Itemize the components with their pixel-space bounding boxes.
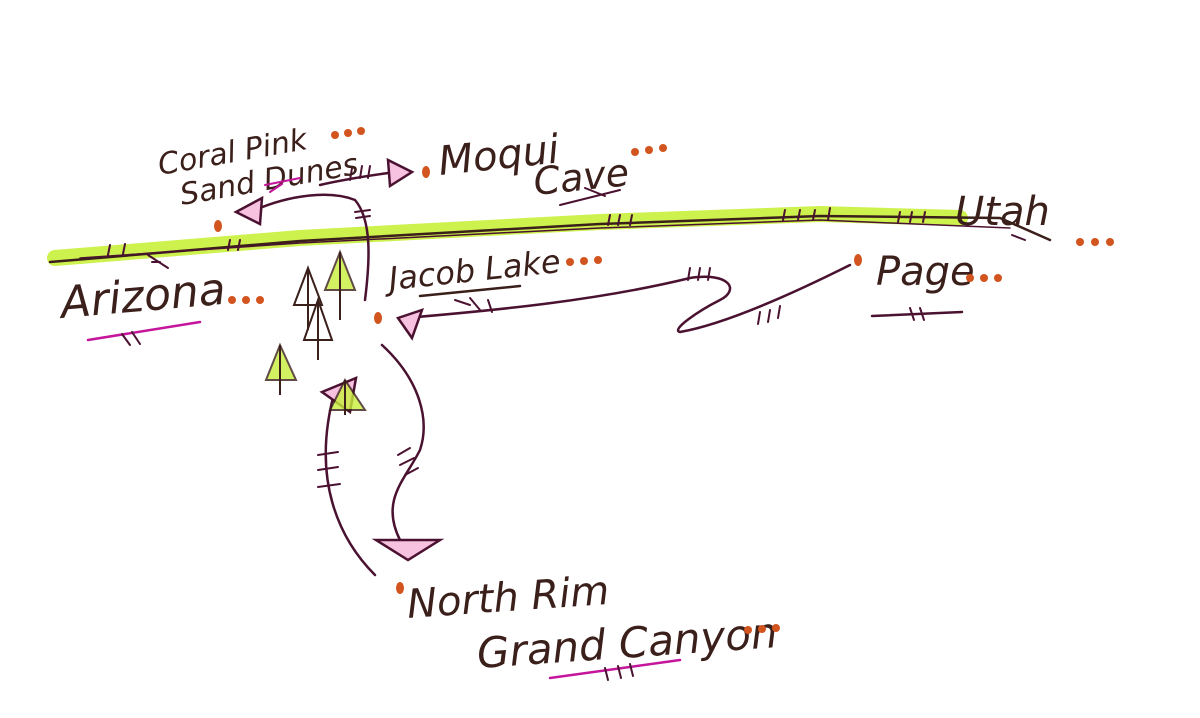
state-border xyxy=(47,205,1052,269)
label-utah: Utah xyxy=(955,189,1114,246)
arrowhead-icon xyxy=(233,195,264,226)
location-dot-icon xyxy=(422,166,430,178)
route-north xyxy=(233,157,415,302)
arizona-label: Arizona xyxy=(56,264,228,329)
arrowhead-icon xyxy=(386,157,415,189)
arrowhead-icon xyxy=(396,308,425,341)
moqui-label-line2: Cave xyxy=(531,150,631,204)
label-page: Page xyxy=(870,249,1002,321)
label-jacob-lake: Jacob Lake xyxy=(381,242,602,299)
pine-tree-icon xyxy=(264,249,367,415)
location-dot-icon xyxy=(396,582,404,594)
utah-label: Utah xyxy=(955,189,1050,235)
label-north-rim: North Rim Grand Canyon xyxy=(405,568,780,681)
route-jacob-lake-page xyxy=(396,263,852,341)
ellipsis-dots-icon xyxy=(566,256,602,266)
page-label: Page xyxy=(876,249,975,295)
location-dot-icon xyxy=(854,254,862,266)
ellipsis-dots-icon xyxy=(966,274,1002,282)
label-moqui-cave: Moqui Cave xyxy=(436,127,667,206)
label-arizona: Arizona xyxy=(56,264,264,346)
ellipsis-dots-icon xyxy=(331,127,365,139)
ellipsis-dots-icon xyxy=(744,624,780,634)
north-rim-label-line1: North Rim xyxy=(405,568,610,628)
location-dot-icon xyxy=(214,220,222,232)
label-coral-pink: Coral Pink Sand Dunes xyxy=(155,122,365,213)
ellipsis-dots-icon xyxy=(1076,238,1114,246)
location-dot-icon xyxy=(374,312,382,324)
ellipsis-dots-icon xyxy=(631,144,667,156)
location-markers xyxy=(214,166,862,594)
arrowhead-icon xyxy=(371,538,445,562)
ellipsis-dots-icon xyxy=(228,296,264,304)
route-north-rim xyxy=(317,343,445,577)
